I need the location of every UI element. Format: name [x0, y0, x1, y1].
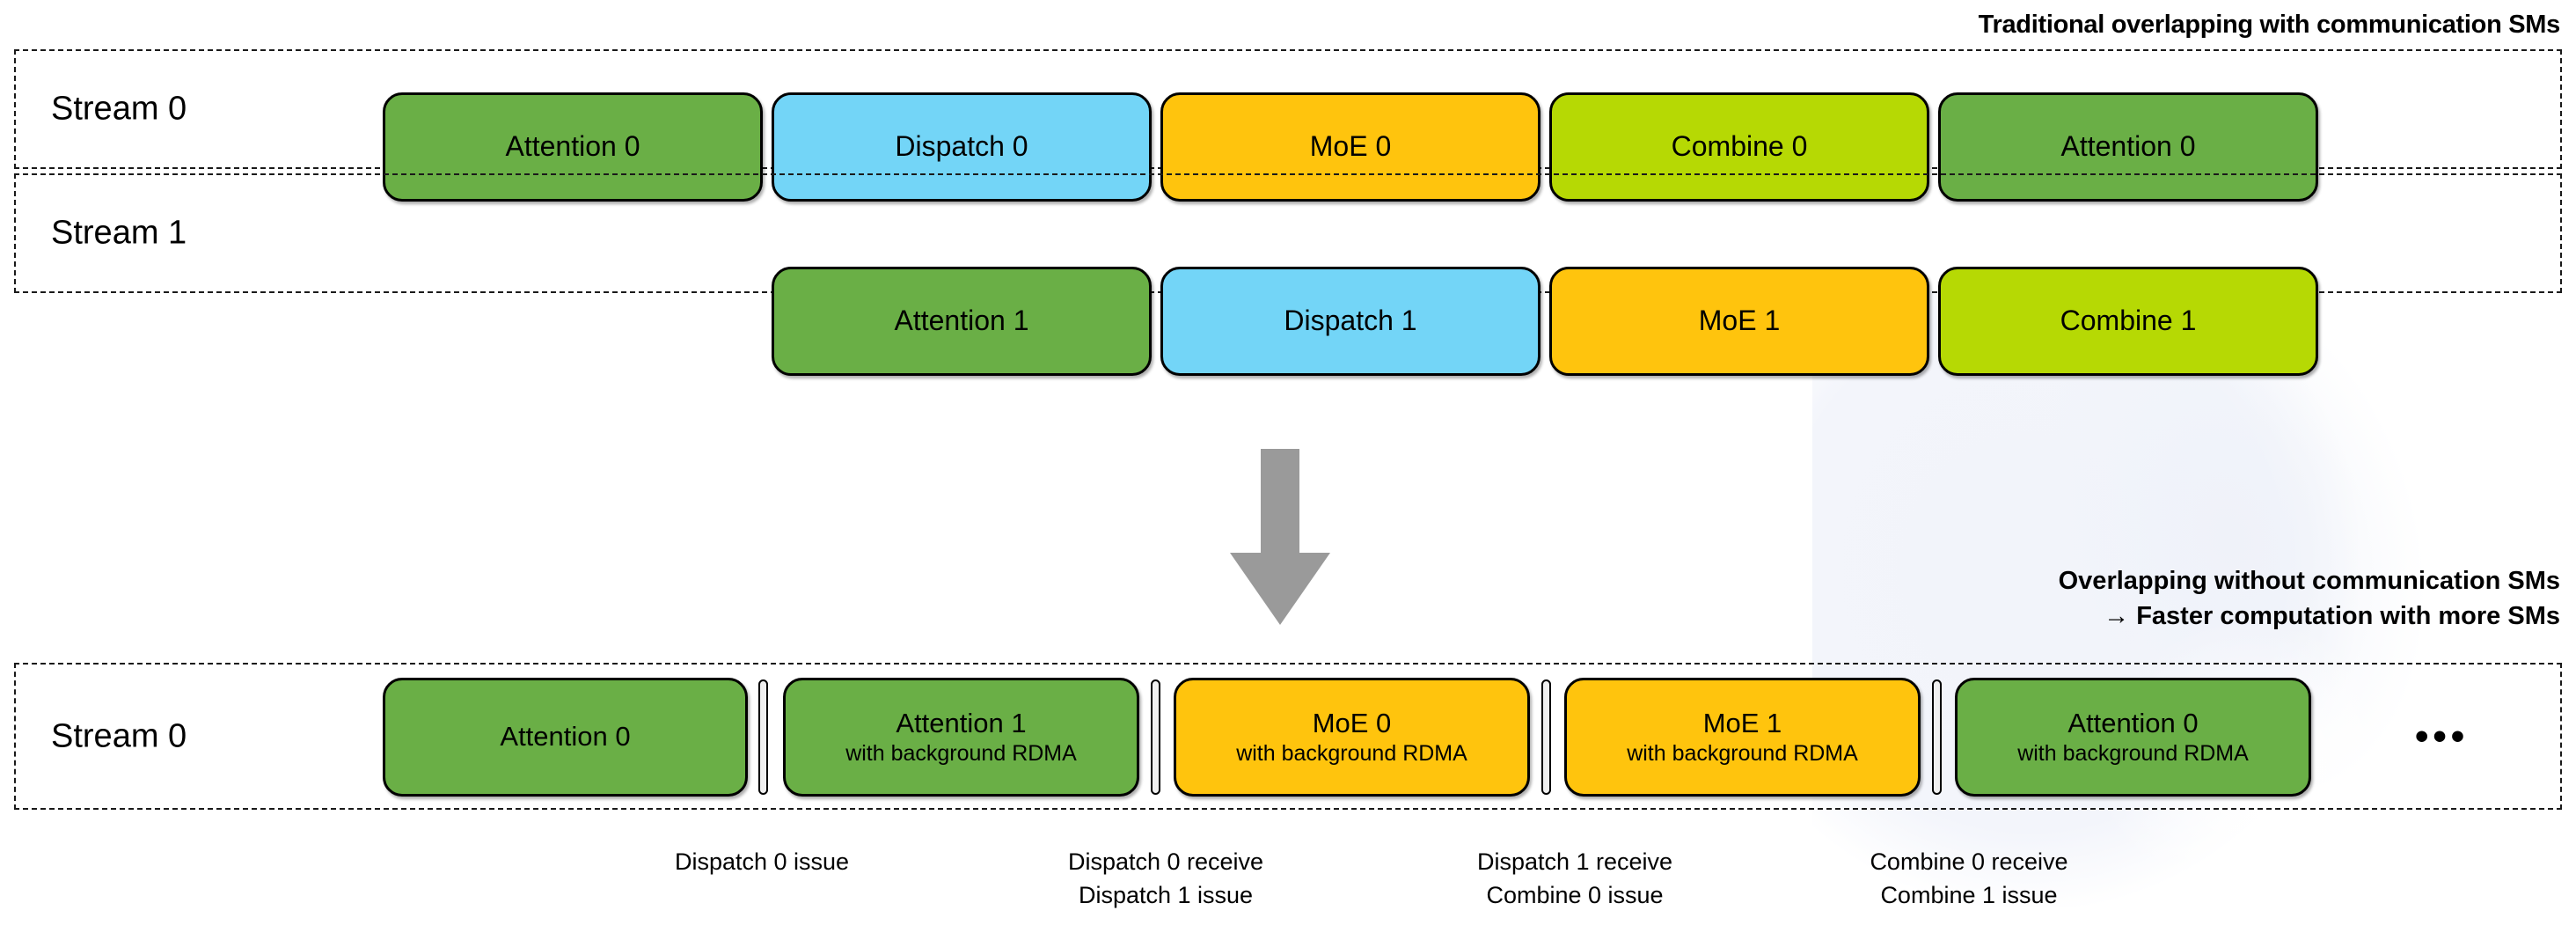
phase-separator-3: [1541, 679, 1551, 795]
optimized-block-moe-0[interactable]: MoE 0 with background RDMA: [1174, 678, 1530, 797]
block-title: Combine 1: [2060, 305, 2197, 337]
phase-separator-4: [1932, 679, 1942, 795]
block-title: MoE 1: [1698, 305, 1781, 337]
optimized-caption-line-2: → Faster computation with more SMs: [2104, 602, 2560, 631]
optimized-stream0-container: Stream 0: [14, 663, 2562, 810]
event-caption-combine-0-receive: Combine 0 receive Combine 1 issue: [1870, 845, 2067, 913]
event-line: Dispatch 0 receive: [1067, 848, 1264, 875]
traditional-block-attention-0-b[interactable]: Attention 0: [1938, 92, 2318, 202]
event-caption-dispatch-1-receive: Dispatch 1 receive Combine 0 issue: [1477, 845, 1672, 913]
traditional-section-caption: Traditional overlapping with communicati…: [1978, 11, 2561, 39]
block-title: Dispatch 1: [1284, 305, 1417, 337]
event-line: Dispatch 0 issue: [674, 848, 850, 875]
traditional-block-moe-1[interactable]: MoE 1: [1549, 267, 1929, 376]
event-caption-dispatch-0-receive: Dispatch 0 receive Dispatch 1 issue: [1068, 845, 1263, 913]
optimized-section-caption: Overlapping without communication SMs → …: [2059, 563, 2560, 634]
block-title: Attention 0: [500, 721, 631, 753]
block-title: Attention 0: [505, 130, 640, 163]
block-title: Attention 1: [894, 305, 1029, 337]
block-title: Attention 1: [896, 707, 1027, 738]
optimized-block-attention-0[interactable]: Attention 0: [383, 678, 748, 797]
traditional-block-attention-0-a[interactable]: Attention 0: [383, 92, 763, 202]
event-line: Dispatch 1 issue: [1078, 882, 1254, 909]
optimized-block-attention-1[interactable]: Attention 1 with background RDMA: [783, 678, 1139, 797]
block-title: MoE 0: [1309, 130, 1392, 163]
optimized-stream0-label: Stream 0: [51, 717, 187, 754]
optimized-block-attention-0-next[interactable]: Attention 0 with background RDMA: [1955, 678, 2311, 797]
block-title: Attention 0: [2067, 707, 2199, 738]
block-title: MoE 0: [1312, 707, 1392, 738]
event-caption-dispatch-0-issue: Dispatch 0 issue: [675, 845, 849, 878]
block-subtitle: with background RDMA: [2017, 741, 2249, 767]
event-line: Dispatch 1 receive: [1476, 848, 1673, 875]
optimized-caption-line-1: Overlapping without communication SMs: [2058, 567, 2560, 595]
transition-down-arrow: [1227, 449, 1333, 625]
phase-separator-1: [758, 679, 768, 795]
traditional-block-attention-1[interactable]: Attention 1: [772, 267, 1152, 376]
traditional-stream0-label: Stream 0: [51, 90, 187, 128]
block-subtitle: with background RDMA: [1236, 741, 1467, 767]
block-subtitle: with background RDMA: [1627, 741, 1858, 767]
phase-separator-2: [1151, 679, 1160, 795]
traditional-block-dispatch-0[interactable]: Dispatch 0: [772, 92, 1152, 202]
block-title: Combine 0: [1671, 130, 1808, 163]
traditional-stream1-label: Stream 1: [51, 214, 187, 252]
event-line: Combine 0 issue: [1486, 882, 1664, 909]
event-line: Combine 0 receive: [1870, 848, 2068, 875]
block-title: Dispatch 0: [895, 130, 1028, 163]
traditional-block-dispatch-1[interactable]: Dispatch 1: [1160, 267, 1540, 376]
event-line: Combine 1 issue: [1880, 882, 2058, 909]
traditional-block-moe-0[interactable]: MoE 0: [1160, 92, 1540, 202]
traditional-block-combine-1[interactable]: Combine 1: [1938, 267, 2318, 376]
traditional-block-combine-0[interactable]: Combine 0: [1549, 92, 1929, 202]
continuation-ellipsis: •••: [2415, 715, 2470, 758]
block-title: Attention 0: [2060, 130, 2196, 163]
block-title: MoE 1: [1702, 707, 1782, 738]
block-subtitle: with background RDMA: [845, 741, 1077, 767]
optimized-block-moe-1[interactable]: MoE 1 with background RDMA: [1564, 678, 1921, 797]
